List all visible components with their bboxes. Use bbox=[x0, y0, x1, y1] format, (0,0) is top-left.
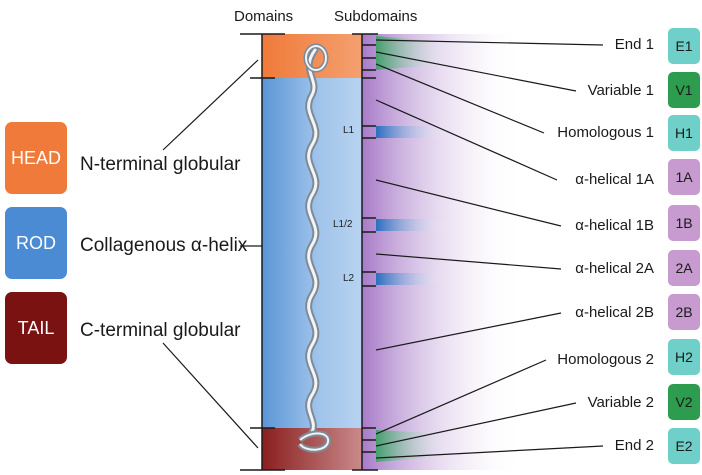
linker-label-l2: L2 bbox=[343, 273, 354, 284]
subdomain-label-variable2: Variable 2 bbox=[588, 394, 654, 411]
code-box-h2: H2 bbox=[668, 339, 700, 375]
subdomain-label-homologous1: Homologous 1 bbox=[557, 124, 654, 141]
linker-band-l2 bbox=[376, 273, 446, 285]
subdomain-band bbox=[362, 34, 522, 470]
subdomain-label-end1: End 1 bbox=[615, 36, 654, 53]
rod-domain-box: ROD bbox=[5, 207, 67, 279]
rod-domain-name: Collagenous α-helix bbox=[80, 235, 247, 257]
linker-band-l1 bbox=[376, 126, 446, 138]
code-box-e2: E2 bbox=[668, 428, 700, 464]
subdomain-label-end2: End 2 bbox=[615, 437, 654, 454]
linker-label-l12: L1/2 bbox=[333, 219, 352, 230]
code-box-v1: V1 bbox=[668, 72, 700, 108]
subdomain-label-helical1a: α-helical 1A bbox=[575, 171, 654, 188]
code-box-h1: H1 bbox=[668, 115, 700, 151]
tail-domain-name: C-terminal globular bbox=[80, 320, 241, 342]
subdomain-label-helical1b: α-helical 1B bbox=[575, 217, 654, 234]
code-box-1a: 1A bbox=[668, 159, 700, 195]
code-box-1b: 1B bbox=[668, 205, 700, 241]
head-domain-name: N-terminal globular bbox=[80, 154, 241, 176]
head-domain-box: HEAD bbox=[5, 122, 67, 194]
code-box-v2: V2 bbox=[668, 384, 700, 420]
code-box-e1: E1 bbox=[668, 28, 700, 64]
linker-band-l12 bbox=[376, 219, 446, 231]
subdomain-label-helical2a: α-helical 2A bbox=[575, 260, 654, 277]
domains-header: Domains bbox=[234, 8, 293, 25]
subdomains-header: Subdomains bbox=[334, 8, 417, 25]
tail-domain-box: TAIL bbox=[5, 292, 67, 364]
subdomain-label-variable1: Variable 1 bbox=[588, 82, 654, 99]
subdomain-label-homologous2: Homologous 2 bbox=[557, 351, 654, 368]
code-box-2a: 2A bbox=[668, 250, 700, 286]
linker-label-l1: L1 bbox=[343, 125, 354, 136]
subdomain-label-helical2b: α-helical 2B bbox=[575, 304, 654, 321]
code-box-2b: 2B bbox=[668, 294, 700, 330]
